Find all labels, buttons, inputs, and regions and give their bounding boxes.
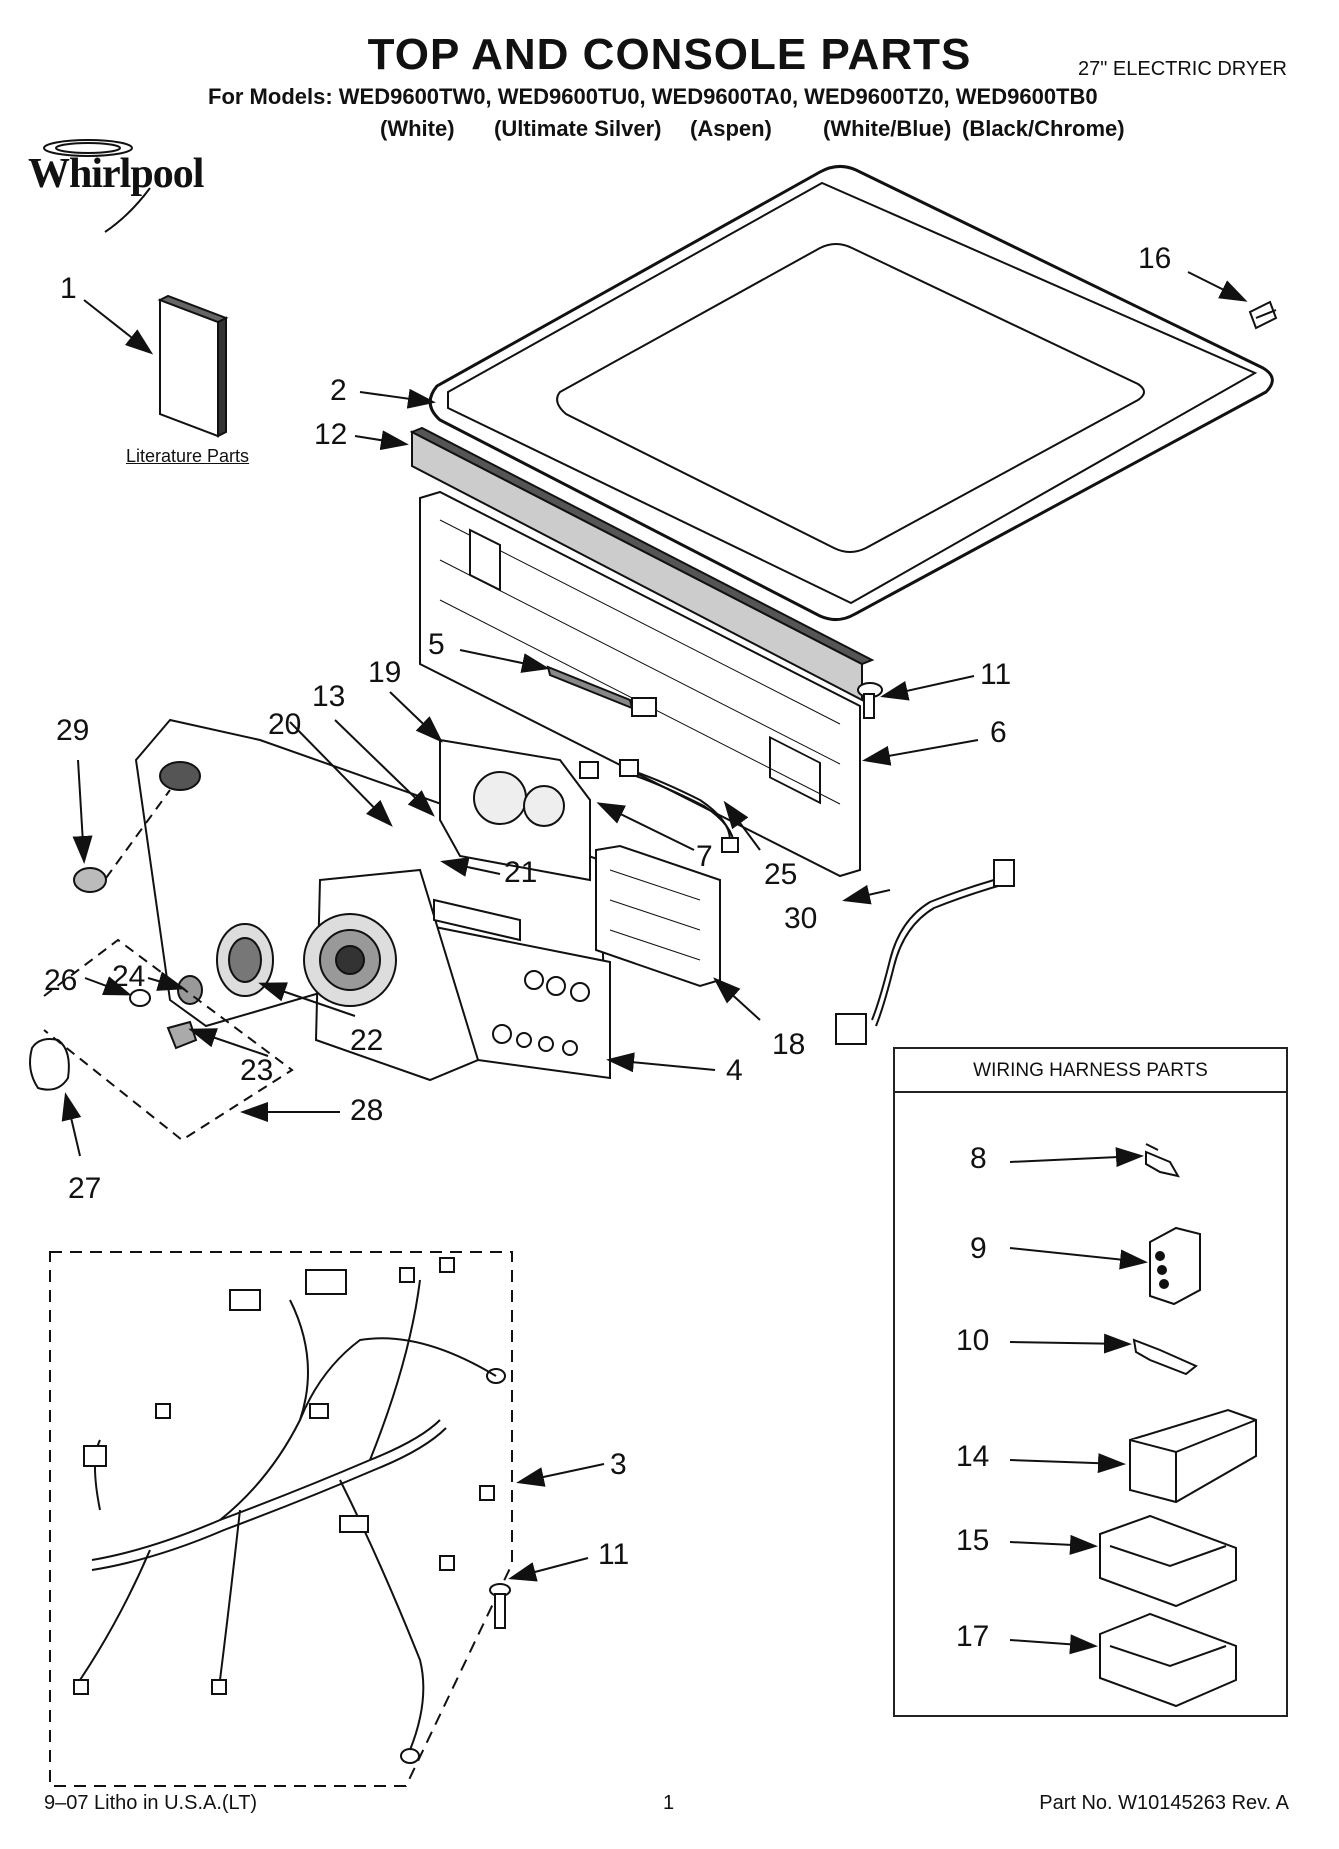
whirlpool-logo: Whirlpool xyxy=(28,151,204,197)
callout-3: 3 xyxy=(610,1448,627,1481)
color-black-chrome: (Black/Chrome) xyxy=(962,116,1125,141)
callout-23: 23 xyxy=(240,1054,274,1087)
screw-icon xyxy=(857,682,883,719)
connector-housing-icon xyxy=(1099,1612,1237,1708)
callout-17: 17 xyxy=(956,1620,990,1653)
callout-12: 12 xyxy=(314,418,348,451)
terminal-icon xyxy=(1145,1143,1180,1178)
callout-8: 8 xyxy=(970,1142,987,1175)
callout-14: 14 xyxy=(956,1440,990,1473)
callout-21: 21 xyxy=(504,856,538,889)
product-subtitle: 27" ELECTRIC DRYER xyxy=(1077,58,1287,80)
litho-note: 9–07 Litho in U.S.A.(LT) xyxy=(44,1792,258,1814)
callout-24: 24 xyxy=(112,960,146,993)
knob-group-outline xyxy=(43,938,294,1142)
color-white-blue: (White/Blue) xyxy=(823,116,952,141)
terminal-icon xyxy=(1132,1338,1198,1376)
wiring-harness-parts-box: WIRING HARNESS PARTS xyxy=(893,1047,1288,1717)
page-title: TOP AND CONSOLE PARTS xyxy=(367,30,972,79)
front-strip-illustration xyxy=(409,426,875,702)
part-number: Part No. W10145263 Rev. A xyxy=(1039,1792,1289,1814)
callout-19: 19 xyxy=(368,656,402,689)
callout-9: 9 xyxy=(970,1232,987,1265)
connector-housing-icon xyxy=(1149,1226,1201,1306)
callout-4: 4 xyxy=(726,1054,743,1087)
main-harness-outline xyxy=(49,1251,513,1787)
logo-swoosh-icon xyxy=(43,139,151,233)
callout-7: 7 xyxy=(696,840,713,873)
callout-25: 25 xyxy=(764,858,798,891)
callout-29: 29 xyxy=(56,714,90,747)
main-wire-harness-illustration xyxy=(73,1257,506,1764)
screw-icon xyxy=(1248,300,1278,330)
callout-16: 16 xyxy=(1138,242,1172,275)
callout-28: 28 xyxy=(350,1094,384,1127)
connector-housing-icon xyxy=(1099,1514,1237,1608)
callout-10: 10 xyxy=(956,1324,990,1357)
screw-icon xyxy=(489,1583,511,1629)
leader-lines xyxy=(61,271,1248,1655)
literature-book-icon xyxy=(157,294,229,438)
callout-5: 5 xyxy=(428,628,445,661)
top-panel-illustration xyxy=(428,165,1274,621)
callout-20: 20 xyxy=(268,708,302,741)
callout-22: 22 xyxy=(350,1024,384,1057)
control-board-illustration xyxy=(439,738,591,882)
wire-harness-short-icon xyxy=(579,759,739,853)
color-aspen: (Aspen) xyxy=(690,116,772,141)
callout-11-lower: 11 xyxy=(598,1538,630,1571)
callout-1: 1 xyxy=(60,272,77,305)
callout-2: 2 xyxy=(330,374,347,407)
console-bracket-illustration xyxy=(419,490,861,878)
page-number: 1 xyxy=(663,1792,675,1814)
callout-11-upper: 11 xyxy=(980,658,1012,691)
wire-harness-power-icon xyxy=(835,859,1015,1045)
callout-6: 6 xyxy=(990,716,1007,749)
dome-cap-icon xyxy=(73,867,107,893)
callout-30: 30 xyxy=(784,902,818,935)
callout-15: 15 xyxy=(956,1524,990,1557)
callout-27: 27 xyxy=(68,1172,102,1205)
callout-26: 26 xyxy=(44,964,78,997)
callout-13: 13 xyxy=(312,680,346,713)
connector-block-icon xyxy=(1129,1408,1257,1504)
callout-18: 18 xyxy=(772,1028,806,1061)
literature-parts-label: Literature Parts xyxy=(126,446,250,466)
color-white: (White) xyxy=(380,116,455,141)
color-ultimate-silver: (Ultimate Silver) xyxy=(494,116,662,141)
wiring-harness-heading: WIRING HARNESS PARTS xyxy=(895,1049,1286,1093)
model-list: For Models: WED9600TW0, WED9600TU0, WED9… xyxy=(208,84,1098,109)
console-panel-illustration xyxy=(134,718,611,1082)
